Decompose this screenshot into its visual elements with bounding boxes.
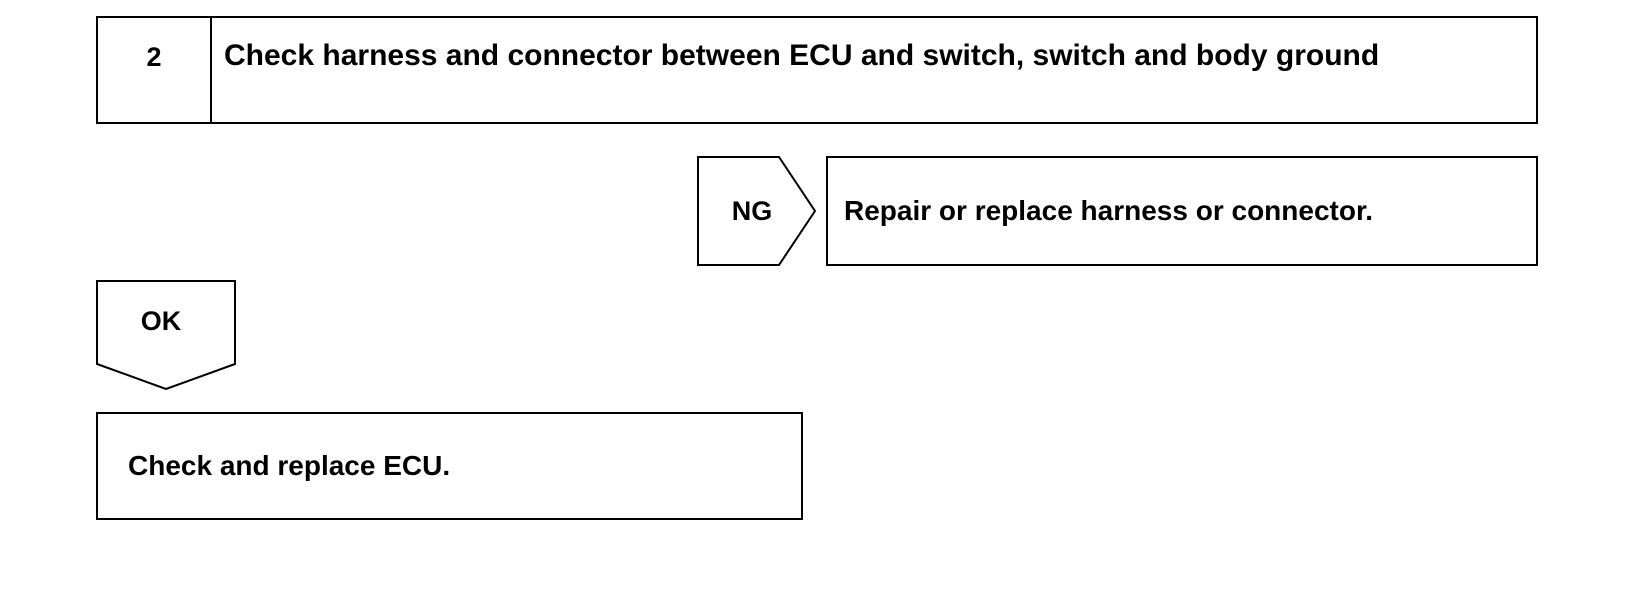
ng-arrow-shape bbox=[697, 156, 817, 266]
ok-action-box: Check and replace ECU. bbox=[96, 412, 803, 520]
ng-action-text: Repair or replace harness or connector. bbox=[844, 195, 1374, 226]
ok-action-text: Check and replace ECU. bbox=[128, 450, 451, 481]
ok-label: OK bbox=[140, 306, 182, 336]
ok-arrow-shape bbox=[96, 280, 236, 390]
step-number: 2 bbox=[98, 18, 212, 122]
ng-action-box: Repair or replace harness or connector. bbox=[826, 156, 1538, 266]
step-box: 2 Check harness and connector between EC… bbox=[96, 16, 1538, 124]
ng-label: NG bbox=[731, 196, 773, 226]
step-title: Check harness and connector between ECU … bbox=[224, 39, 1380, 72]
